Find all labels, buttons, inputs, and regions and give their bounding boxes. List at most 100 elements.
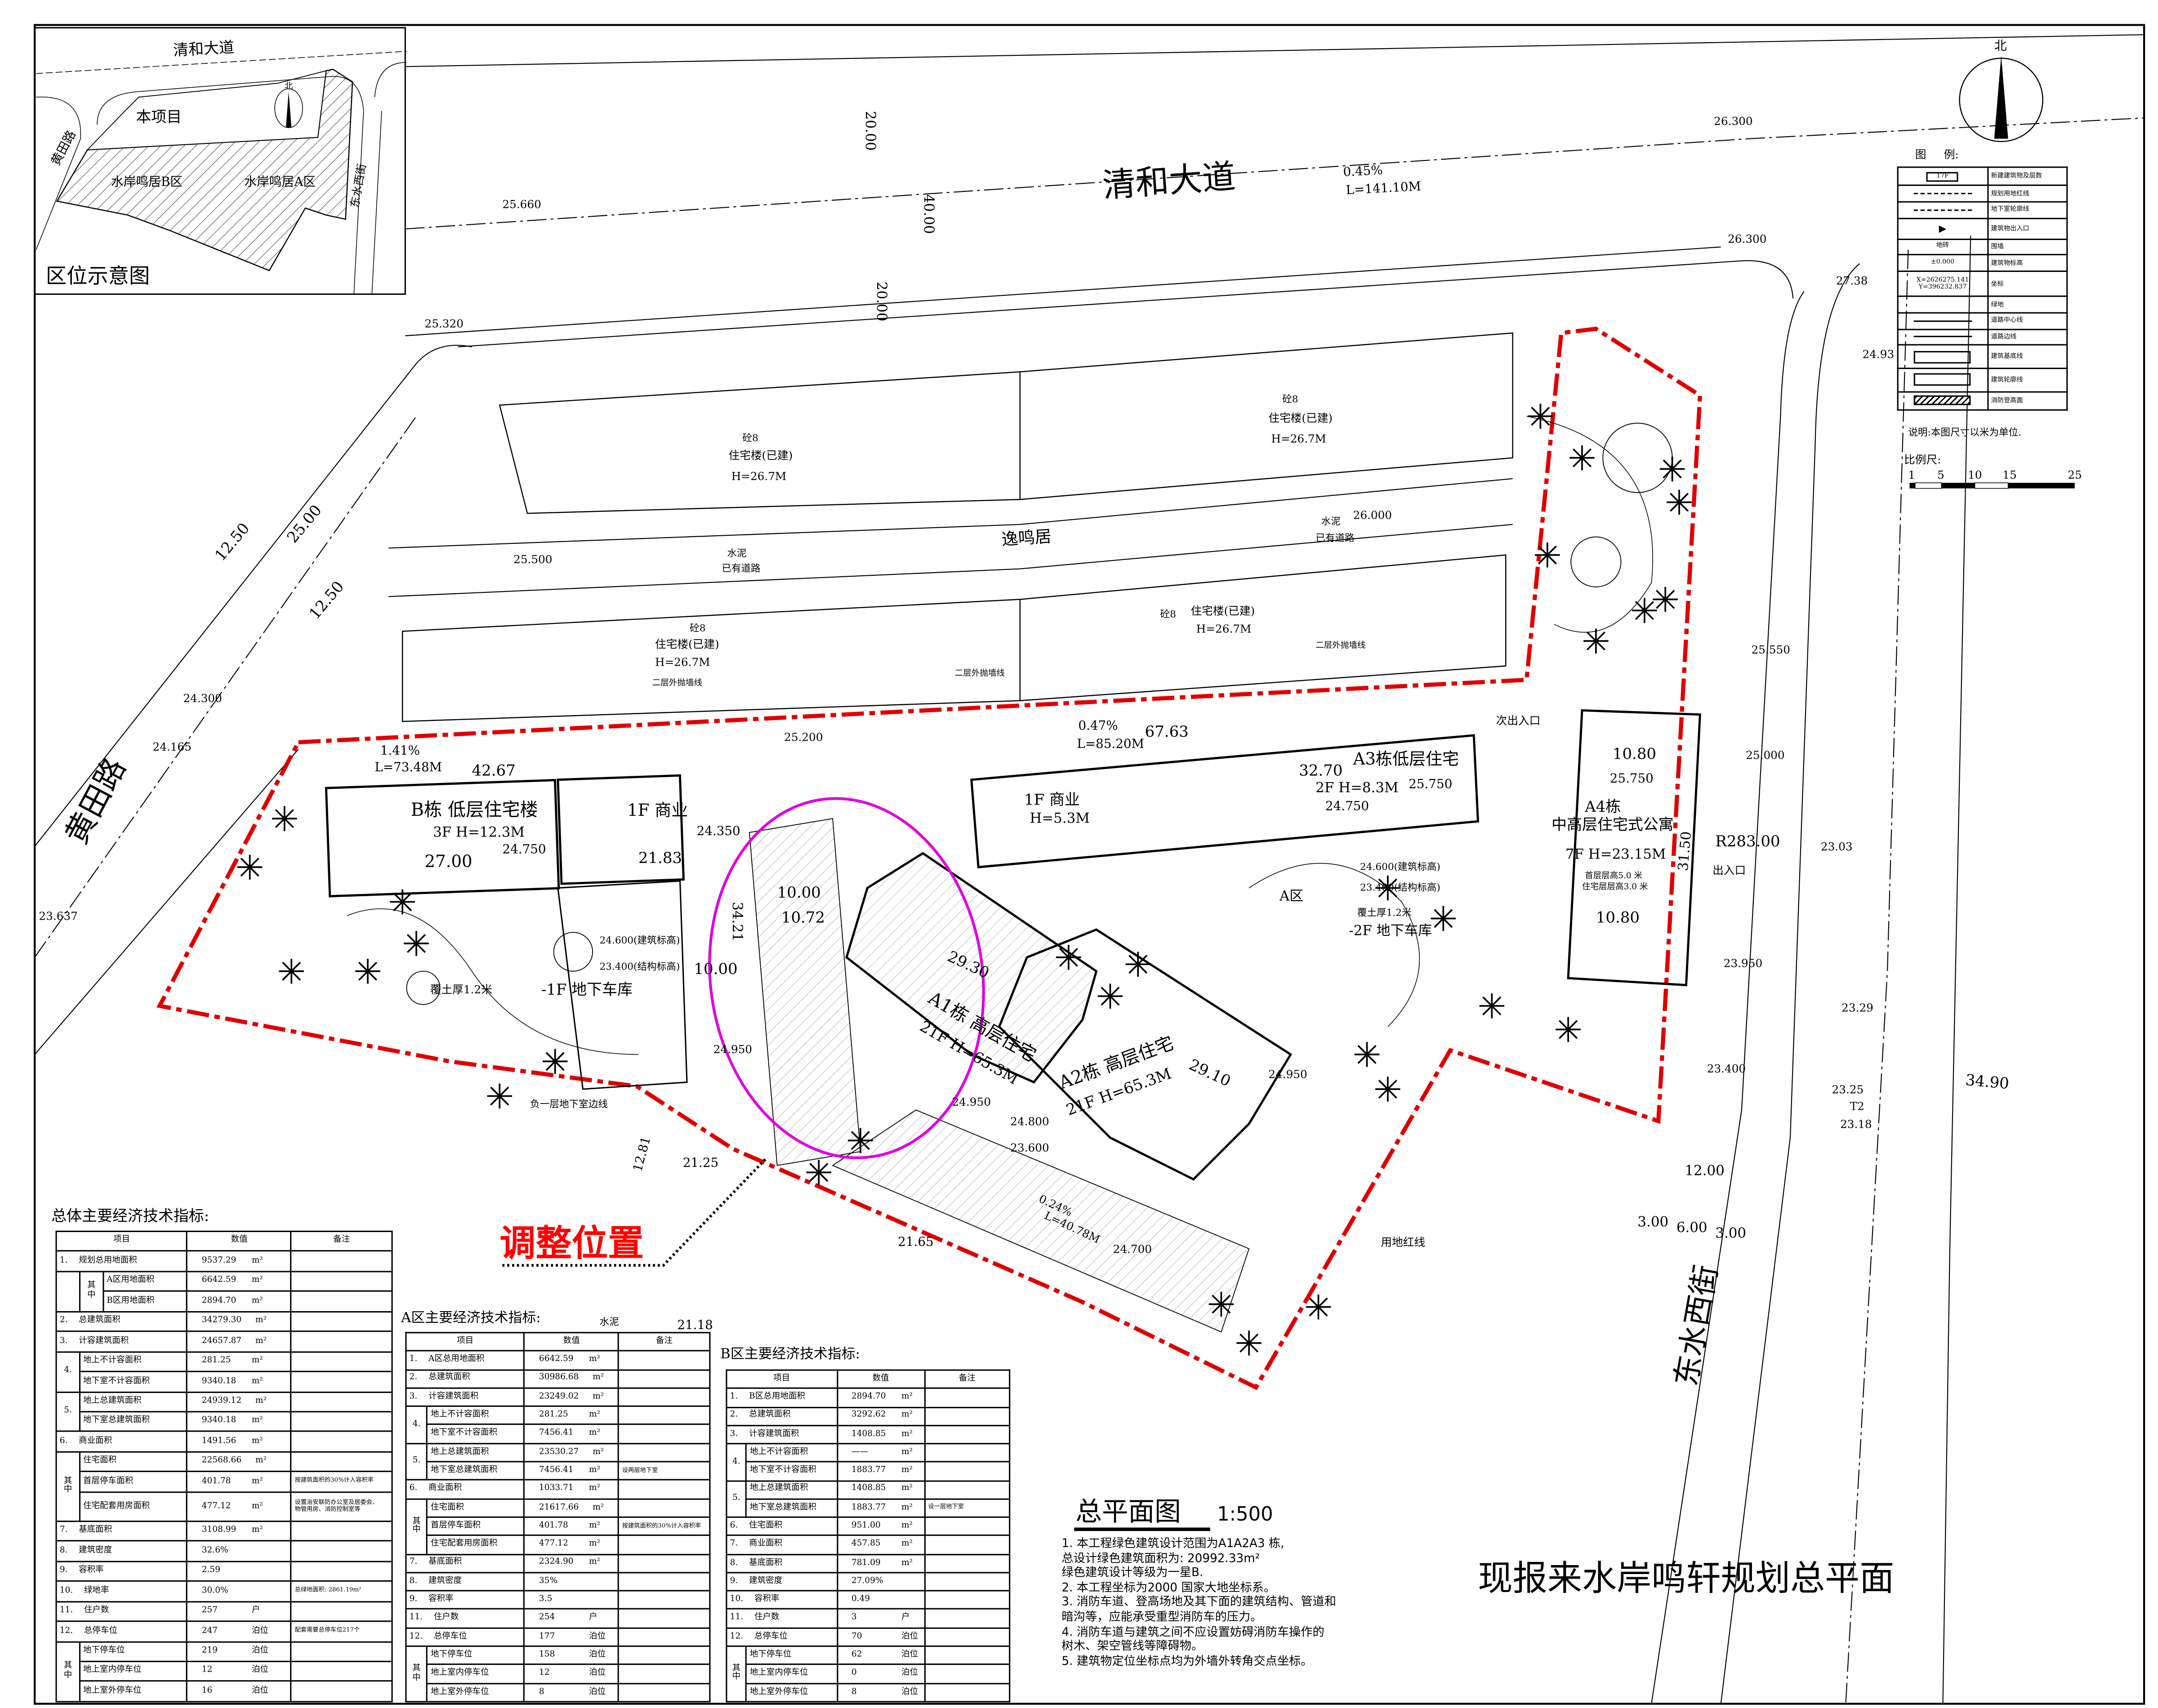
row-note: [618, 1571, 711, 1592]
row-value: 23530.27: [539, 1446, 579, 1457]
row-value: 12: [539, 1668, 550, 1678]
label-elev-6: 24.93: [1862, 347, 1894, 360]
row-unit: m²: [251, 1375, 263, 1386]
road-qinghe-edge-north: [405, 34, 2145, 67]
tree-icon: [1479, 993, 1505, 1019]
row-item-label: A区用地面积: [103, 1271, 188, 1292]
row-value: 281.25: [201, 1356, 231, 1366]
label-elev-20: 23.18: [1840, 1118, 1872, 1131]
row-note: [290, 1560, 393, 1582]
label-a3-floors: 2F H=8.3M: [1315, 780, 1398, 796]
building-a3: [970, 734, 1480, 868]
row-group-label: 4.: [55, 1351, 80, 1392]
legend-sample-text: 地砖: [1936, 243, 1949, 251]
tree-icon: [1354, 1042, 1380, 1067]
row-item-label: 地上室内停车位: [426, 1664, 526, 1684]
scale-tick-label: 25: [2068, 468, 2082, 481]
row-number: 2.: [730, 1410, 738, 1420]
tree-icon: [1097, 983, 1123, 1009]
row-number: 1.: [730, 1392, 738, 1402]
label-shop-b-elev: 24.350: [697, 823, 740, 838]
row-unit: m²: [255, 1335, 267, 1346]
label-elev-c5: 24.950: [952, 1095, 991, 1108]
row-unit: m²: [251, 1255, 263, 1265]
tree-icon: [1653, 587, 1678, 612]
row-item-label: 住宅面积: [749, 1521, 783, 1530]
row-item-cell: 7.基底面积: [405, 1553, 526, 1574]
legend-item: 道路中心线: [1897, 312, 2068, 330]
note-item: 3. 消防车道、登高场地及其下面的建筑结构、管道和 暗沟等，应能承受重型消防车的…: [1061, 1596, 1337, 1625]
legend-item: ▶建筑物出入口: [1897, 217, 2068, 240]
label-a-len: 67.63: [1145, 723, 1189, 741]
row-note: [618, 1535, 711, 1555]
road-qinghe-centerline: [405, 117, 2145, 230]
row-item-cell: 3.计容建筑面积: [726, 1424, 838, 1445]
building-b-shop: [557, 774, 685, 885]
label-elev-t2: T2: [1850, 1099, 1864, 1112]
legend-label: 道路边线: [1987, 328, 2068, 346]
label-a4-dim1: 10.80: [1613, 745, 1656, 763]
row-note: [290, 1520, 393, 1542]
row-number: 9.: [409, 1594, 418, 1604]
tree-icon: [1375, 1076, 1400, 1102]
row-value: 257: [201, 1605, 218, 1615]
road-dongshui-edge3: [1942, 236, 1971, 1704]
row-note: [290, 1600, 393, 1622]
label-dim-600: 6.00: [1676, 1219, 1708, 1236]
existing-buildings: [401, 332, 1513, 722]
row-unit: m²: [251, 1275, 263, 1285]
row-number: 10.: [730, 1594, 744, 1604]
row-item-label: 地下室不计容面积: [745, 1461, 838, 1481]
label-elev-13: 25.550: [1752, 643, 1790, 656]
row-item-cell: 1.B区总用地面积: [726, 1388, 838, 1408]
row-unit: m²: [255, 1455, 267, 1466]
row-unit: m²: [251, 1476, 263, 1486]
row-number: 8.: [409, 1575, 418, 1586]
road-yiming-edge1: [388, 478, 1513, 549]
row-value: 30.0%: [201, 1585, 228, 1595]
row-unit: m²: [901, 1557, 913, 1567]
row-item-label: 住宅面积: [426, 1498, 526, 1518]
thick-rect-icon: [1897, 344, 1989, 369]
row-item-label: 住户数: [754, 1612, 780, 1623]
label-elev-c3: 24.950: [713, 1043, 752, 1056]
plan-title-underline: [1074, 1527, 1210, 1531]
row-note: [290, 1411, 393, 1432]
row-note: [924, 1517, 1011, 1537]
label-slope-qinghe: 0.45%: [1343, 162, 1383, 179]
label-a3-name: A3栋低层住宅: [1353, 749, 1459, 769]
label-elev-c2: 23.600: [1010, 1141, 1049, 1154]
label-cement-1: 水泥: [727, 548, 746, 559]
legend-item: 建筑轮廓线: [1897, 367, 2068, 392]
label-elev-7: 25.500: [513, 553, 552, 566]
row-number: 11.: [59, 1605, 73, 1615]
label-b-len: 42.67: [472, 762, 516, 780]
row-value: 8: [539, 1686, 544, 1696]
row-note: [290, 1250, 393, 1272]
row-unit: m²: [901, 1521, 913, 1530]
label-elev-8: 26.000: [1353, 508, 1392, 521]
row-value: 1883.77: [851, 1502, 886, 1512]
row-note: [924, 1572, 1011, 1592]
label-dim-3421: 34.21: [729, 902, 745, 941]
